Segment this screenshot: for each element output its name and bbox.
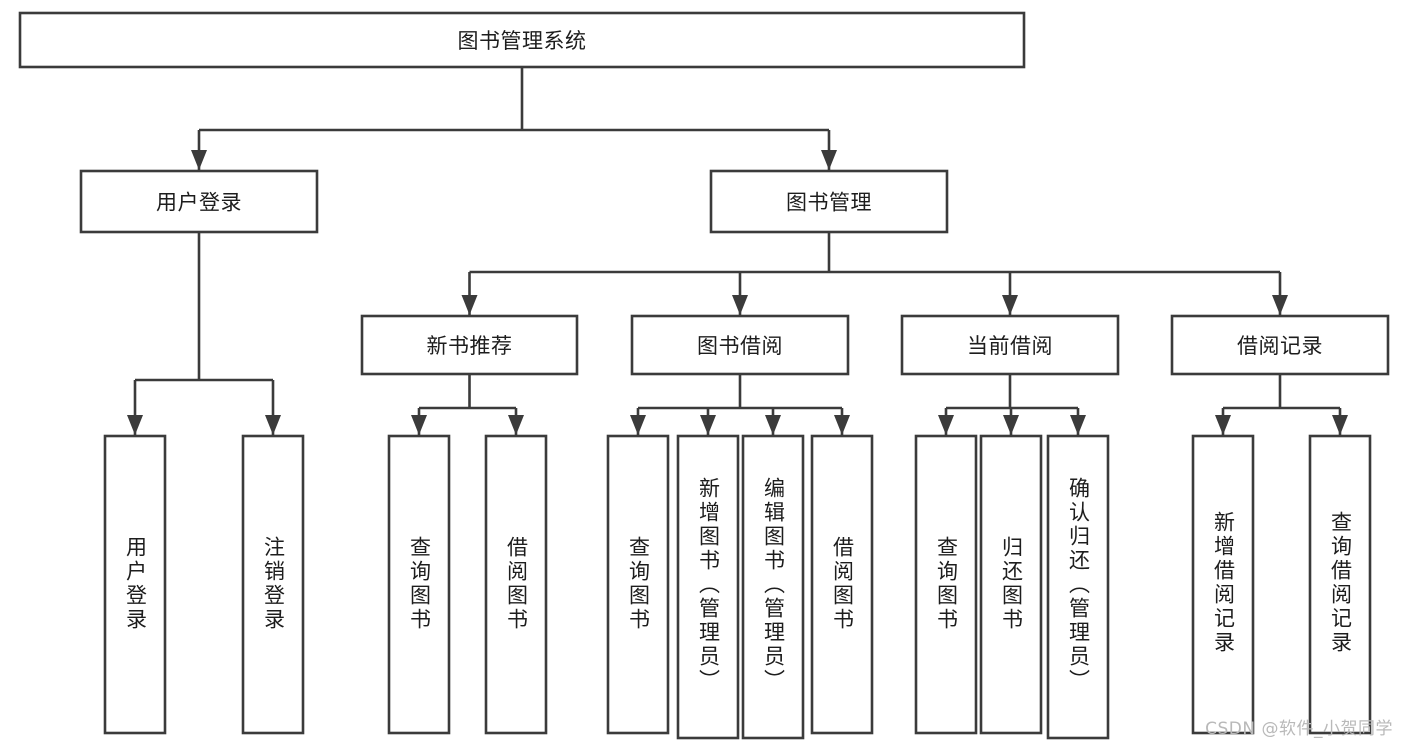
- node-box-leaf-cb-confirm-return[interactable]: [1046, 434, 1110, 740]
- node-box-book-manage[interactable]: [709, 169, 949, 234]
- arrow-head: [508, 415, 524, 435]
- node-box-leaf-br-query-record[interactable]: [1308, 434, 1372, 735]
- node-box-leaf-br-add-record[interactable]: [1191, 434, 1255, 735]
- node-label-new-book-rec: 新书推荐: [427, 334, 513, 358]
- node-box-leaf-bb-edit-book[interactable]: [741, 434, 805, 740]
- arrow-head: [1003, 415, 1019, 435]
- arrow-head: [191, 150, 207, 170]
- arrow-head: [821, 150, 837, 170]
- node-box-leaf-user-logout[interactable]: [241, 434, 305, 735]
- node-box-root[interactable]: [18, 11, 1026, 69]
- arrow-head: [700, 415, 716, 435]
- node-box-leaf-cb-query-book[interactable]: [914, 434, 978, 735]
- arrow-head: [1070, 415, 1086, 435]
- node-box-borrow-record[interactable]: [1170, 314, 1390, 376]
- node-box-user-login[interactable]: [79, 169, 319, 234]
- node-label-book-borrow: 图书借阅: [697, 334, 783, 358]
- arrow-head: [265, 415, 281, 435]
- node-box-leaf-bb-query-book[interactable]: [606, 434, 670, 735]
- arrow-head: [1215, 415, 1231, 435]
- node-label-book-manage: 图书管理: [786, 191, 872, 215]
- csdn-watermark: CSDN @软件_小贺同学: [1205, 719, 1393, 739]
- node-box-book-borrow[interactable]: [630, 314, 850, 376]
- arrow-head: [1002, 295, 1018, 315]
- node-box-leaf-rec-borrow-book[interactable]: [484, 434, 548, 735]
- node-box-leaf-user-login[interactable]: [103, 434, 167, 735]
- arrow-head: [461, 295, 478, 315]
- node-box-new-book-rec[interactable]: [360, 314, 579, 376]
- arrow-head: [834, 415, 850, 435]
- arrow-head: [1272, 295, 1288, 315]
- node-box-leaf-bb-borrow-book[interactable]: [810, 434, 874, 735]
- arrow-head: [127, 415, 143, 435]
- node-box-leaf-rec-query-book[interactable]: [387, 434, 451, 735]
- node-box-leaf-bb-add-book[interactable]: [676, 434, 740, 740]
- node-box-leaf-cb-return-book[interactable]: [979, 434, 1043, 735]
- node-label-user-login: 用户登录: [156, 191, 242, 215]
- arrow-head: [938, 415, 954, 435]
- arrow-head: [1332, 415, 1348, 435]
- arrow-head: [732, 295, 748, 315]
- node-label-current-borrow: 当前借阅: [967, 334, 1053, 358]
- node-label-borrow-record: 借阅记录: [1237, 334, 1323, 358]
- boxes-layer: [18, 11, 1390, 740]
- node-label-root: 图书管理系统: [458, 29, 587, 53]
- edges-layer: [127, 67, 1348, 435]
- arrow-head: [630, 415, 646, 435]
- arrow-head: [765, 415, 781, 435]
- arrow-head: [411, 415, 427, 435]
- node-box-current-borrow[interactable]: [900, 314, 1120, 376]
